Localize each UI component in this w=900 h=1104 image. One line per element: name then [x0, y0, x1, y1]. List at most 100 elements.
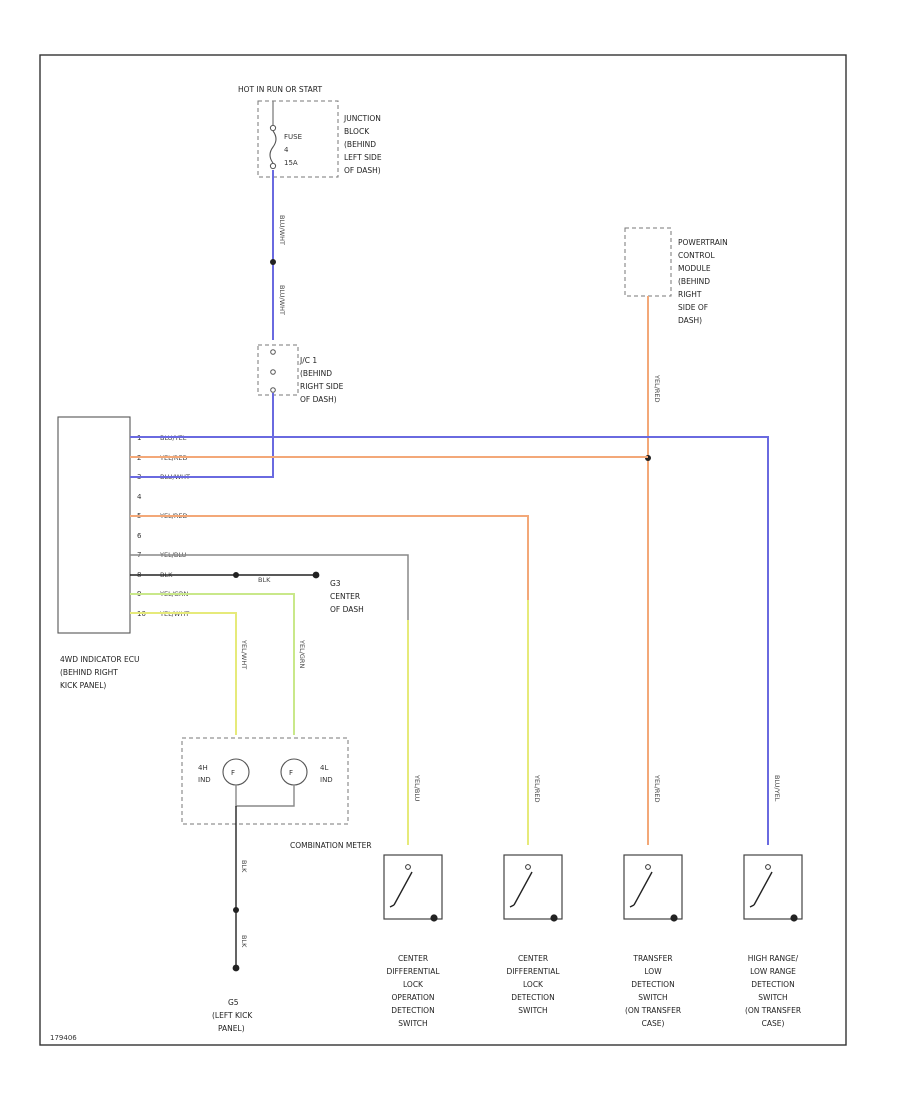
transfer-low-detection-switch-label-line: LOW [644, 967, 662, 976]
meter-gnd-wire-label: BLK [240, 860, 248, 873]
svg-text:(BEHIND: (BEHIND [300, 369, 332, 378]
svg-text:4: 4 [284, 146, 289, 154]
diagram-frame [39, 54, 847, 1046]
center-diff-lock-detection-switch-label-line: CENTER [518, 954, 548, 963]
fuse-feed-label: HOT IN RUN OR START [238, 85, 322, 94]
svg-text:OF DASH: OF DASH [330, 605, 364, 614]
transfer-low-detection-switch-label-line: SWITCH [638, 993, 667, 1002]
svg-text:IND: IND [198, 776, 211, 784]
fuse-wire-label: BLU/WHT [278, 215, 286, 245]
meter-right-wire-label: YEL/GRN [298, 639, 306, 668]
switch1-wire-label: YEL/BLU [413, 774, 421, 802]
transfer-low-detection-switch-label-line: TRANSFER [632, 954, 672, 963]
center-diff-lock-detection-switch-label-line: SWITCH [518, 1006, 547, 1015]
splice-dot [270, 259, 276, 265]
footer-code: 179406 [50, 1034, 77, 1042]
center-diff-lock-operation-switch-label-line: DETECTION [391, 1006, 434, 1015]
svg-text:(LEFT KICK: (LEFT KICK [212, 1011, 253, 1020]
center-diff-lock-operation-switch-label-line: DIFFERENTIAL [386, 967, 440, 976]
g5-wire-label: BLK [240, 935, 248, 948]
high-low-range-detection-switch-label-line: DETECTION [751, 980, 794, 989]
svg-text:CENTER: CENTER [330, 592, 360, 601]
switch3-wire-label: YEL/RED [653, 774, 661, 803]
svg-text:OF DASH): OF DASH) [344, 166, 381, 175]
high-low-range-detection-switch-label-line: HIGH RANGE/ [748, 954, 799, 963]
svg-text:BLK: BLK [258, 576, 271, 584]
center-diff-lock-operation-switch-label-line: LOCK [403, 980, 424, 989]
svg-text:F: F [231, 769, 235, 777]
svg-text:SIDE OF: SIDE OF [678, 303, 708, 312]
ground-g3-label: G3 CENTER OF DASH [330, 579, 364, 614]
svg-text:RIGHT SIDE: RIGHT SIDE [300, 382, 344, 391]
svg-text:MODULE: MODULE [678, 264, 711, 273]
center-diff-lock-operation-switch: CENTER DIFFERENTIAL LOCK OPERATION DETECTION… [383, 854, 443, 1028]
ecu-pins: 1 2 3 4 5 6 7 8 9 10 BLU/YEL YEL/RED BLU… [137, 434, 190, 618]
center-diff-lock-operation-switch-label-line: SWITCH [398, 1019, 427, 1028]
junction-block [257, 100, 339, 178]
svg-text:J/C 1: J/C 1 [299, 356, 317, 365]
ecu-pin-6: 6 [137, 532, 142, 540]
ground-g5-point [232, 964, 240, 972]
svg-text:JUNCTION: JUNCTION [343, 114, 381, 123]
wire-pin1 [130, 436, 769, 845]
switches: CENTER DIFFERENTIAL LOCK OPERATION DETECTION… [383, 854, 803, 1028]
svg-text:F: F [289, 769, 293, 777]
jc1-label: J/C 1 (BEHIND RIGHT SIDE OF DASH) [299, 356, 344, 404]
ground-g5-label: G5 (LEFT KICK PANEL) [212, 998, 253, 1033]
pcm-label: POWERTRAIN CONTROL MODULE (BEHIND RIGHT … [678, 238, 728, 325]
wire-pin10 [130, 612, 237, 735]
wire-pin7 [130, 554, 409, 845]
center-diff-lock-operation-switch-label-line: OPERATION [392, 993, 435, 1002]
fuse-wire-label-2: BLU/WHT [278, 285, 286, 315]
pcm-wire-label: YEL/RED [653, 374, 661, 403]
high-low-range-detection-switch: HIGH RANGE/LOW RANGE DETECTION SWITCH (ON T… [743, 854, 803, 1028]
svg-text:KICK PANEL): KICK PANEL) [60, 681, 106, 690]
meter-left-wire-label: YEL/WHT [240, 639, 248, 669]
svg-text:(BEHIND RIGHT: (BEHIND RIGHT [60, 668, 118, 677]
wire-pin9 [130, 593, 295, 735]
svg-text:LEFT SIDE: LEFT SIDE [344, 153, 382, 162]
meter-4h-lamp: F 4H IND [198, 758, 250, 786]
svg-text:IND: IND [320, 776, 333, 784]
fuse-symbol: FUSE 4 15A [269, 101, 302, 170]
svg-text:OF DASH): OF DASH) [300, 395, 337, 404]
svg-text:G5: G5 [228, 998, 239, 1007]
high-low-range-detection-switch-label-line: LOW RANGE [750, 967, 796, 976]
meter-label: COMBINATION METER [290, 841, 372, 850]
svg-text:CONTROL: CONTROL [678, 251, 715, 260]
4wd-indicator-ecu [57, 416, 131, 634]
transfer-low-detection-switch-label-line: DETECTION [631, 980, 674, 989]
svg-text:(BEHIND: (BEHIND [678, 277, 710, 286]
svg-text:FUSE: FUSE [284, 133, 302, 141]
svg-text:4L: 4L [320, 764, 328, 772]
svg-text:RIGHT: RIGHT [678, 290, 702, 299]
svg-text:PANEL): PANEL) [218, 1024, 245, 1033]
svg-text:G3: G3 [330, 579, 341, 588]
high-low-range-detection-switch-label-line: CASE) [762, 1019, 785, 1028]
high-low-range-detection-switch-label-line: SWITCH [758, 993, 787, 1002]
center-diff-lock-detection-switch-label-line: DETECTION [511, 993, 554, 1002]
svg-text:15A: 15A [284, 159, 298, 167]
high-low-range-detection-switch-label-line: (ON TRANSFER [745, 1006, 801, 1015]
switch2-wire-label: YEL/RED [533, 774, 541, 803]
transfer-low-detection-switch: TRANSFER LOW DETECTION SWITCH (ON TRANSFER CA… [623, 854, 683, 1028]
center-diff-lock-operation-switch-label-line: CENTER [398, 954, 428, 963]
svg-text:DASH): DASH) [678, 316, 702, 325]
svg-text:4H: 4H [198, 764, 208, 772]
wire-pin8: BLK [130, 571, 320, 584]
transfer-low-detection-switch-label-line: (ON TRANSFER [625, 1006, 681, 1015]
switch4-wire-label: BLU/YEL [773, 775, 781, 802]
ecu-pin-4: 4 [137, 493, 142, 501]
jc1-block [257, 344, 299, 396]
transfer-low-detection-switch-label-line: CASE) [642, 1019, 665, 1028]
center-diff-lock-detection-switch-label-line: LOCK [523, 980, 544, 989]
svg-text:(BEHIND: (BEHIND [344, 140, 376, 149]
svg-text:4WD INDICATOR ECU: 4WD INDICATOR ECU [60, 655, 140, 664]
meter-4l-lamp: F 4L IND [280, 758, 333, 786]
svg-text:BLOCK: BLOCK [344, 127, 370, 136]
junction-block-label: JUNCTION BLOCK (BEHIND LEFT SIDE OF DASH… [343, 114, 382, 175]
wire-pin5 [130, 515, 529, 845]
